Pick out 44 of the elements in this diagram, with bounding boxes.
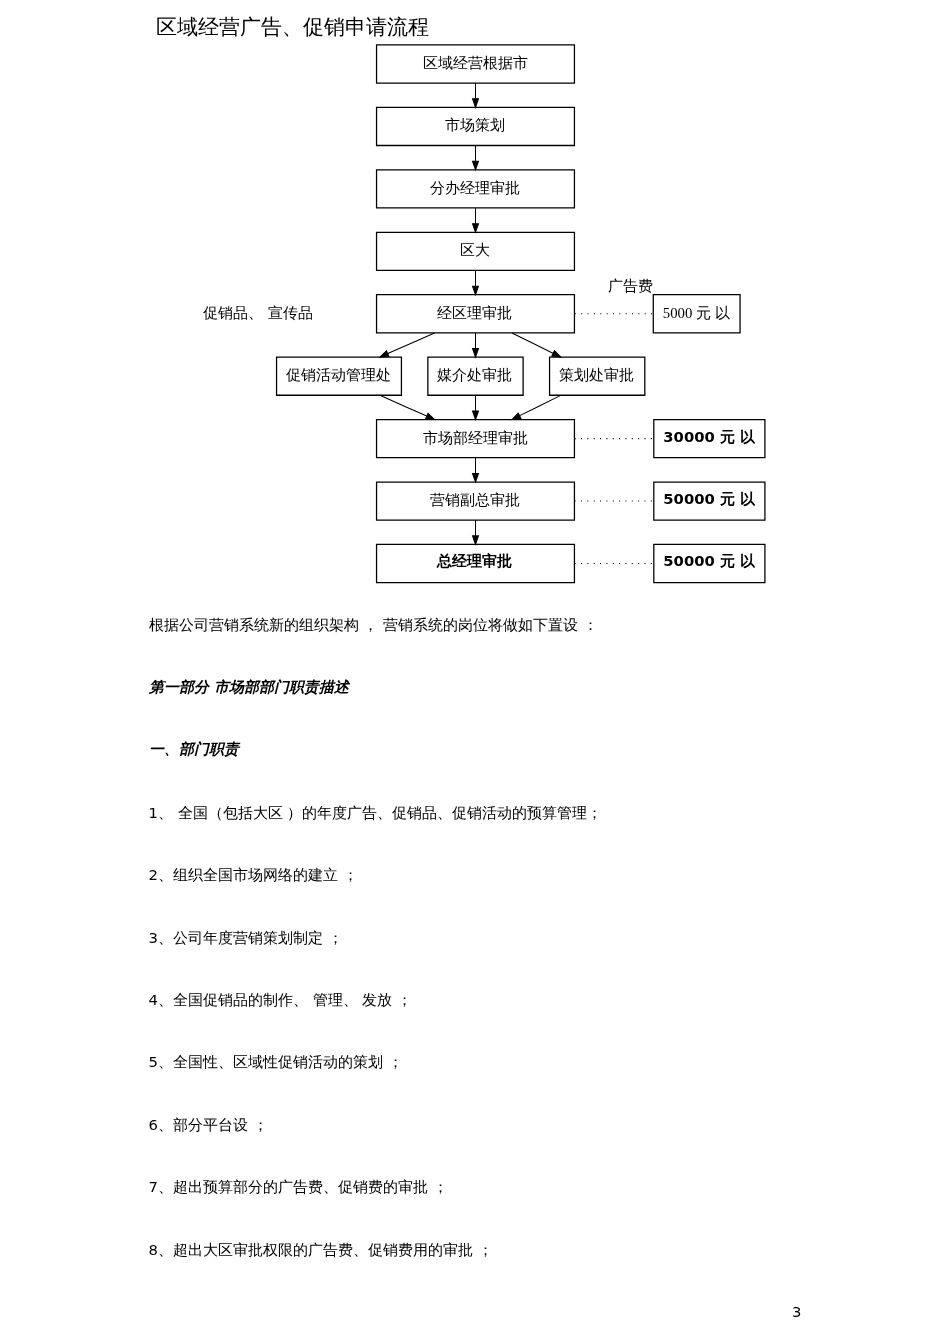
node-box: 5000 元 以	[652, 293, 741, 333]
node-box: 市场策划	[375, 106, 575, 146]
arrow	[471, 269, 479, 296]
node-box: 策划处审批	[548, 356, 645, 396]
arrow	[471, 394, 479, 421]
arrow	[471, 331, 479, 359]
arrow	[471, 207, 479, 234]
node-box: 营销副总审批	[375, 480, 575, 521]
node-label: 广告费	[607, 277, 653, 294]
node-box: 区域经营根据市	[375, 43, 575, 84]
node-box: 经区理审批	[375, 293, 575, 333]
node-box: 50000 元 以	[652, 543, 766, 583]
arrow	[378, 394, 436, 420]
arrow	[377, 331, 435, 358]
label: 2、组织全国市场网络的建立 ；	[148, 865, 358, 883]
label: 7、超出预算部分的广告费、促销费的审批 ；	[148, 1177, 448, 1195]
label: 促销品、 宣传品	[202, 303, 313, 321]
label: 6、部分平台设 ；	[148, 1115, 268, 1133]
node-box: 30000 元 以	[652, 418, 766, 458]
arrow	[510, 394, 561, 420]
label: 5、全国性、区域性促销活动的策划 ；	[148, 1052, 403, 1070]
label: 8、超出大区审批权限的广告费、促销费用的审批 ；	[148, 1240, 493, 1258]
label: 3	[791, 1302, 801, 1320]
arrow	[511, 331, 562, 358]
node-box: 促销活动管理处	[275, 356, 402, 396]
node-box: 总经理审批	[375, 543, 575, 583]
arrow	[471, 456, 479, 484]
node-box: 分办经理审批	[375, 168, 575, 209]
label: 一、部门职责	[148, 739, 239, 757]
label: 3、公司年度营销策划制定 ；	[148, 928, 343, 946]
connector	[573, 437, 654, 439]
label: 1、 全国（包括大区 ）的年度广告、促销品、促销活动的预算管理；	[148, 803, 602, 821]
arrow	[471, 519, 479, 546]
node-box: 区大	[375, 231, 575, 271]
label: 4、全国促销品的制作、 管理、 发放 ；	[148, 990, 412, 1008]
node-box: 媒介处审批	[426, 356, 524, 396]
diagram-title: 区域经营广告、促销申请流程	[155, 13, 429, 39]
label: 根据公司营销系统新的组织架构 ， 营销系统的岗位将做如下置设 ：	[148, 615, 598, 633]
arrow	[471, 144, 479, 171]
arrow	[471, 82, 479, 109]
connector	[573, 562, 654, 564]
label: 第一部分 市场部部门职责描述	[148, 677, 349, 695]
node-box: 50000 元 以	[652, 480, 766, 521]
node-box: 市场部经理审批	[375, 418, 575, 458]
